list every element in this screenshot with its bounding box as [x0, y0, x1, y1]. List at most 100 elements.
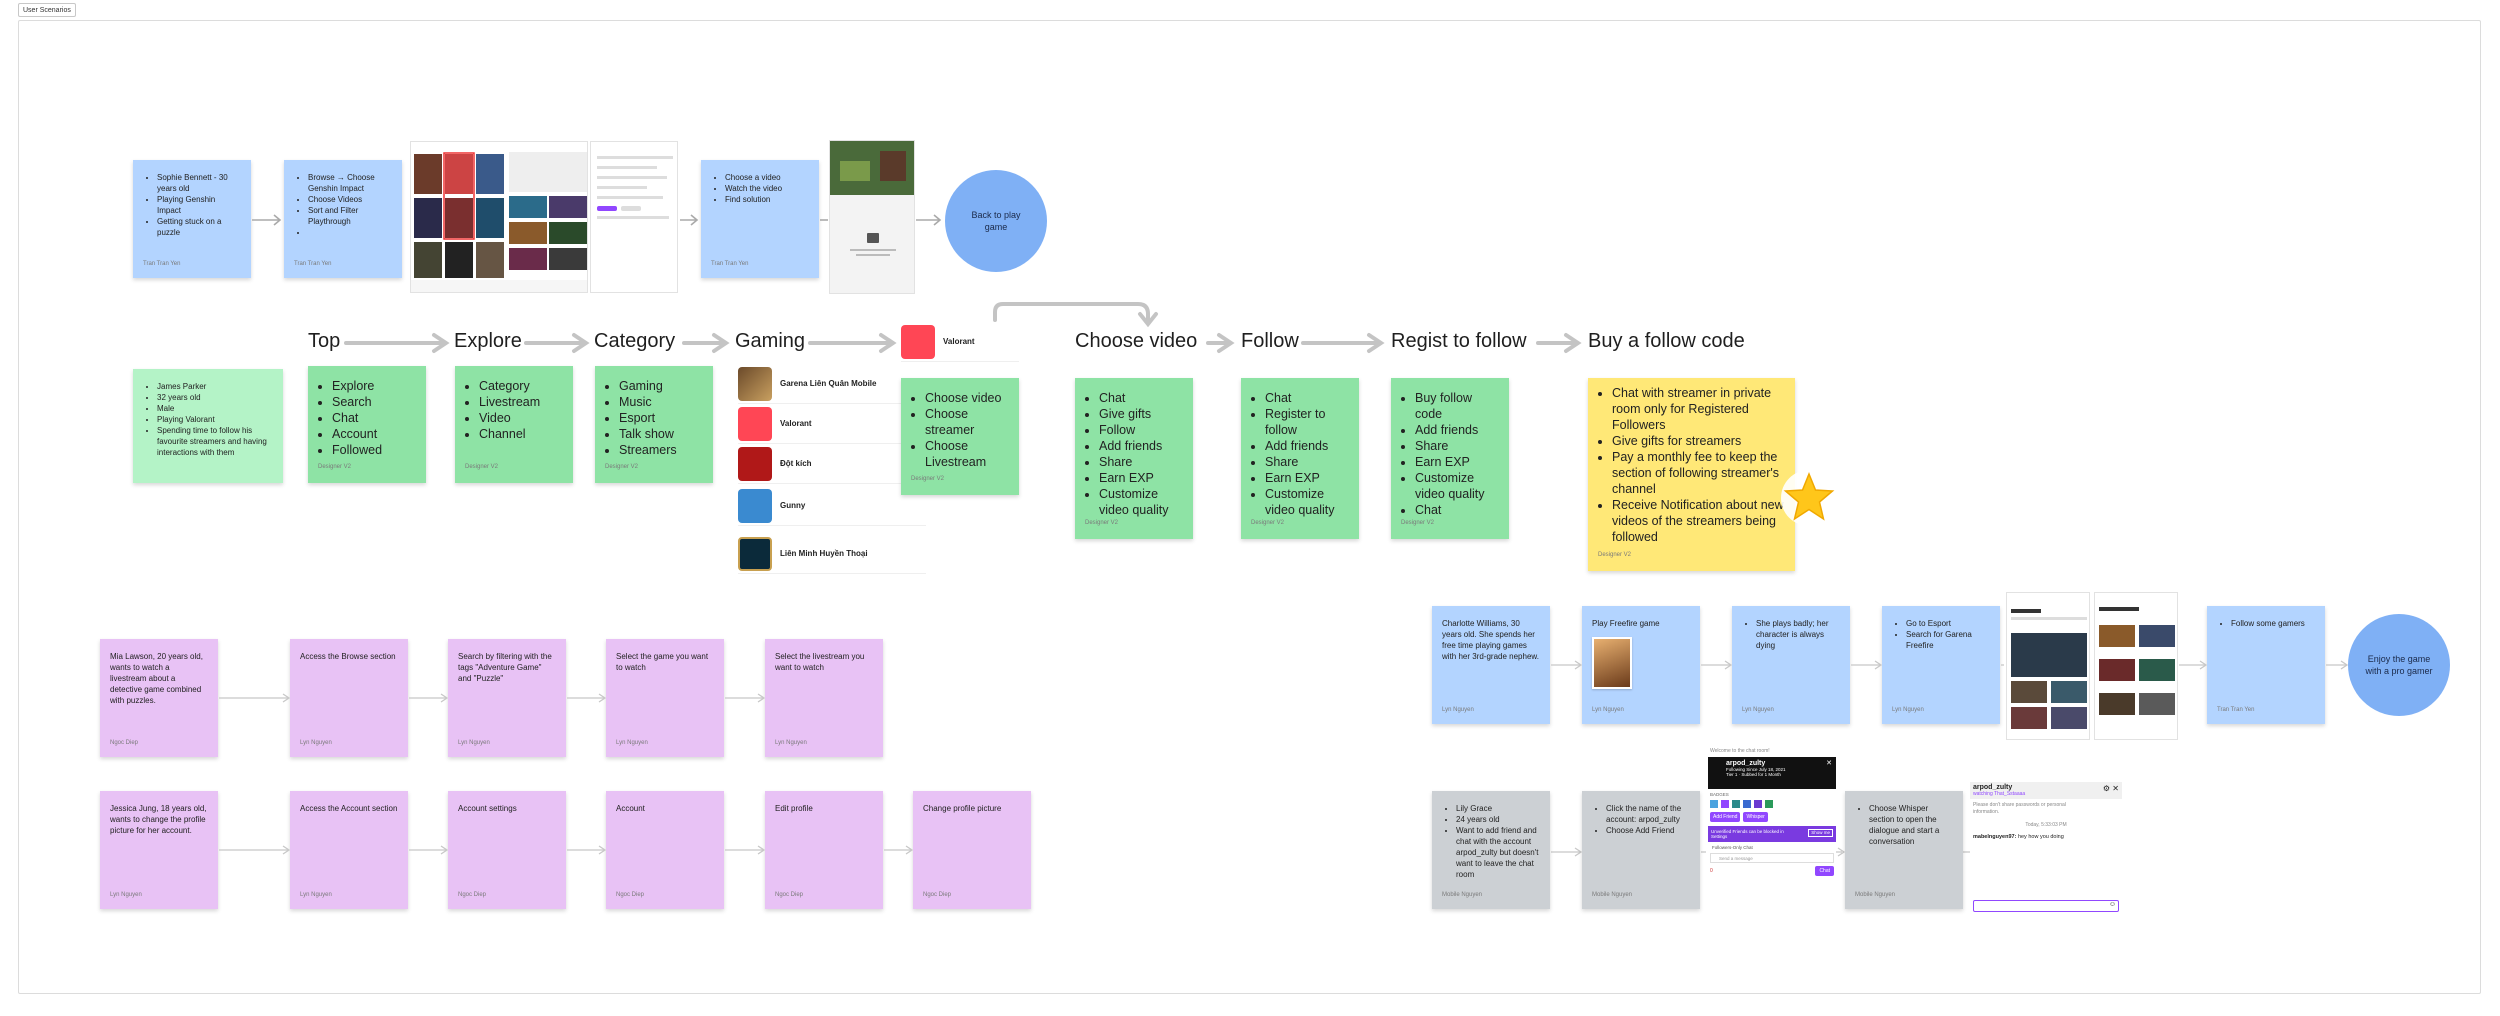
game-item-lien-quan[interactable]: Garena Liên Quân Mobile — [738, 364, 926, 404]
sticky-edit-profile[interactable]: Edit profile Ngoc Diep — [765, 791, 883, 909]
badge-icon — [1721, 800, 1729, 808]
game-item-lien-minh[interactable]: Liên Minh Huyền Thoại — [738, 534, 926, 574]
sticky-play-freefire[interactable]: Play Freefire game Lyn Nguyen — [1582, 606, 1700, 724]
sticky-search-filter[interactable]: Search by filtering with the tags "Adven… — [448, 639, 566, 757]
whisper-panel-screenshot: arpod_zulty watching That_Sstaaaa ⚙ ✕ Pl… — [1970, 782, 2122, 918]
end-circle-enjoy-game[interactable]: Enjoy the game with a pro gamer — [2348, 614, 2450, 716]
sticky-watch-video[interactable]: Choose a video Watch the video Find solu… — [701, 160, 819, 278]
sticky-plays-badly[interactable]: She plays badly; her character is always… — [1732, 606, 1850, 724]
sticky-select-game[interactable]: Select the game you want to watch Lyn Ng… — [606, 639, 724, 757]
close-icon[interactable]: ✕ — [1826, 760, 1832, 767]
sticky-access-browse[interactable]: Access the Browse section Lyn Nguyen — [290, 639, 408, 757]
sticky-author: Tran Tran Yen — [711, 261, 749, 267]
arrow-right — [680, 214, 699, 226]
sticky-persona-jessica[interactable]: Jessica Jung, 18 years old, wants to cha… — [100, 791, 218, 909]
sticky-persona-james[interactable]: James Parker 32 years old Male Playing V… — [133, 369, 283, 483]
star-icon[interactable] — [1780, 469, 1838, 527]
sticky-choose[interactable]: Choose video Choose streamer Choose Live… — [901, 378, 1019, 495]
sticky-follow[interactable]: Chat Register to follow Add friends Shar… — [1241, 378, 1359, 539]
sticky-category[interactable]: Gaming Music Esport Talk show Streamers … — [595, 366, 713, 483]
sticky-browse[interactable]: Browse → Choose Genshin Impact Choose Vi… — [284, 160, 402, 278]
frame-label[interactable]: User Scenarios — [18, 3, 76, 17]
heading-buy: Buy a follow code — [1588, 330, 1745, 352]
screenshot-esport[interactable] — [2006, 592, 2090, 740]
sticky-regist[interactable]: Buy follow code Add friends Share Earn E… — [1391, 378, 1509, 539]
game-valorant-icon — [738, 406, 772, 441]
user-card-header: arpod_zulty Following Since July 18, 202… — [1708, 757, 1836, 789]
badge-row — [1710, 800, 1834, 808]
heading-follow: Follow — [1241, 330, 1299, 352]
game-dot-kich-icon — [738, 446, 772, 481]
chat-welcome: Welcome to the chat room! — [1710, 748, 1770, 754]
sticky-choose-video[interactable]: Chat Give gifts Follow Add friends Share… — [1075, 378, 1193, 539]
game-gunny-icon — [738, 488, 772, 523]
freefire-cover-image — [1592, 637, 1632, 689]
sticky-account[interactable]: Account Ngoc Diep — [606, 791, 724, 909]
points-count: 0 — [1710, 868, 1713, 874]
heading-regist: Regist to follow — [1391, 330, 1527, 352]
video-player-image — [830, 141, 914, 256]
game-item-dot-kich[interactable]: Đột kích — [738, 444, 926, 484]
emoji-icon[interactable]: ☺ — [2108, 901, 2116, 908]
sticky-author: Tran Tran Yen — [143, 261, 181, 267]
close-icon[interactable]: ✕ — [2112, 784, 2119, 793]
add-friend-button[interactable]: Add Friend — [1710, 812, 1741, 822]
game-item-gunny[interactable]: Gunny — [738, 486, 926, 526]
sticky-choose-whisper[interactable]: Choose Whisper section to open the dialo… — [1845, 791, 1963, 909]
heading-category: Category — [594, 330, 676, 352]
sticky-persona-lily[interactable]: Lily Grace 24 years old Want to add frie… — [1432, 791, 1550, 909]
send-message-input[interactable]: Send a message — [1710, 853, 1834, 863]
sticky-explore[interactable]: Category Livestream Video Channel Design… — [455, 366, 573, 483]
sticky-persona-charlotte[interactable]: Charlotte Williams, 30 years old. She sp… — [1432, 606, 1550, 724]
show-me-button[interactable]: Show me — [1808, 829, 1833, 837]
whisper-header: arpod_zulty watching That_Sstaaaa ⚙ ✕ — [1970, 782, 2122, 799]
screenshot-browse-grid[interactable] — [410, 141, 588, 293]
user-card-screenshot: Welcome to the chat room! arpod_zulty Fo… — [1708, 748, 1836, 928]
sticky-click-name[interactable]: Click the name of the account: arpod_zul… — [1582, 791, 1700, 909]
flow-arrows — [344, 302, 1582, 353]
sticky-account-settings[interactable]: Account settings Ngoc Diep — [448, 791, 566, 909]
whisper-user[interactable]: arpod_zulty — [1973, 784, 2013, 791]
heading-gaming: Gaming — [735, 330, 806, 352]
whisper-input[interactable]: ☺ — [1973, 900, 2119, 912]
game-item-valorant[interactable]: Valorant — [738, 404, 926, 444]
arrow-right — [820, 219, 828, 221]
chat-button[interactable]: Chat — [1815, 866, 1834, 876]
game-valorant-icon — [901, 324, 935, 359]
whisper-message: mabelnguyen97: hey how you doing — [1973, 834, 2064, 840]
sticky-list: Sophie Bennett - 30 years old Playing Ge… — [143, 172, 241, 238]
screenshot-video-player[interactable] — [829, 140, 915, 294]
end-circle-back-to-play[interactable]: Back to play game — [945, 170, 1047, 272]
sticky-select-livestream[interactable]: Select the livestream you want to watch … — [765, 639, 883, 757]
sticky-persona-mia[interactable]: Mia Lawson, 20 years old, wants to watch… — [100, 639, 218, 757]
sticky-follow-gamers[interactable]: Follow some gamers Tran Tran Yen — [2207, 606, 2325, 724]
sticky-author: Tran Tran Yen — [294, 261, 332, 267]
sticky-buy-follow-code[interactable]: Chat with streamer in private room only … — [1588, 378, 1795, 571]
user-card-name[interactable]: arpod_zulty — [1726, 760, 1766, 767]
notice-bar: Unverified Friends can be blocked in Set… — [1708, 826, 1836, 842]
purple-row-arrows — [219, 693, 914, 855]
sticky-go-esport[interactable]: Go to Esport Search for Garena Freefire … — [1882, 606, 2000, 724]
gear-icon[interactable]: ⚙ — [2102, 784, 2111, 793]
whisper-button[interactable]: Whisper — [1743, 812, 1768, 822]
selected-game-valorant[interactable]: Valorant — [901, 322, 1019, 362]
sticky-change-picture[interactable]: Change profile picture Ngoc Diep — [913, 791, 1031, 909]
sticky-persona-sophie[interactable]: Sophie Bennett - 30 years old Playing Ge… — [133, 160, 251, 278]
heading-explore: Explore — [454, 330, 522, 352]
browse-grid-image — [411, 152, 587, 292]
sticky-access-account[interactable]: Access the Account section Lyn Nguyen — [290, 791, 408, 909]
heading-top: Top — [308, 330, 341, 352]
arrow-right — [916, 214, 942, 226]
screenshot-filter[interactable] — [590, 141, 678, 293]
sticky-top[interactable]: Explore Search Chat Account Followed Des… — [308, 366, 426, 483]
esport-screen-image — [2011, 609, 2087, 729]
game-lien-minh-icon — [738, 536, 772, 571]
badge-icon — [1743, 800, 1751, 808]
freefire-list-image — [2099, 607, 2175, 715]
arrow-right — [252, 214, 282, 226]
screenshot-freefire-list[interactable] — [2094, 592, 2178, 740]
badge-icon — [1710, 800, 1718, 808]
filter-screen-image — [597, 156, 673, 219]
game-lien-quan-icon — [738, 366, 772, 401]
